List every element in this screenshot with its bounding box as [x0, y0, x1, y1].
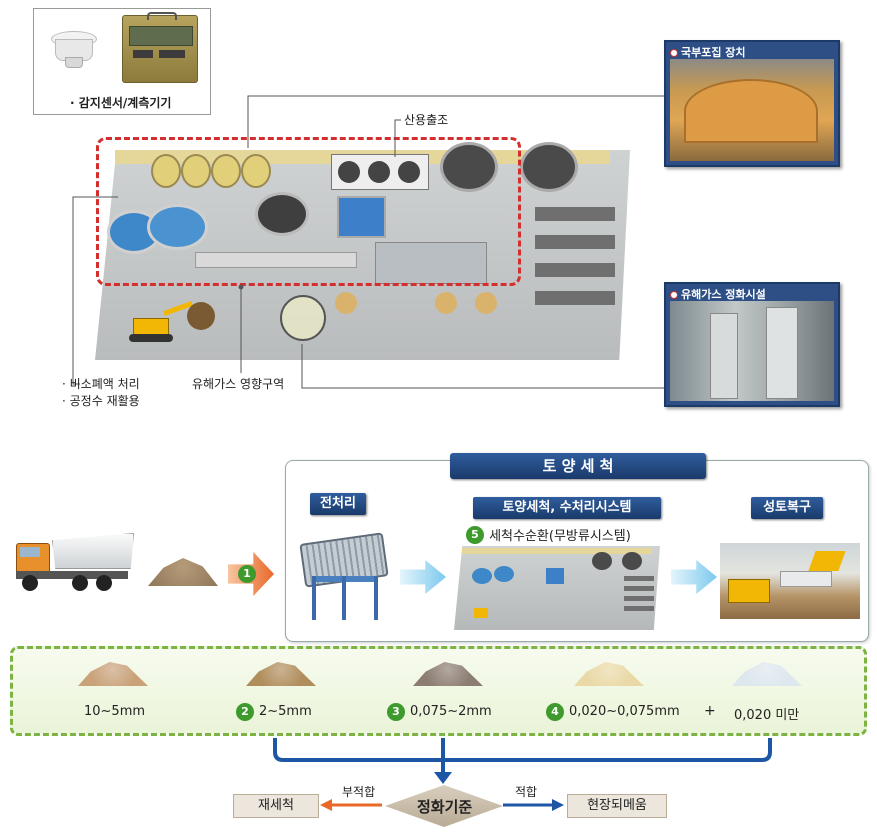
local-collection-title: 국부포집 장치 — [681, 46, 746, 59]
blue-tank — [147, 204, 208, 250]
fraction-label: 0,020 미만 — [734, 708, 800, 723]
decision-connectors — [273, 738, 772, 811]
restoration-tag: 성토복구 — [751, 497, 823, 519]
gas-zone-label: 유해가스 영향구역 — [192, 377, 285, 391]
trommel-screen-icon — [298, 532, 390, 622]
acid-tank-label: 산용출조 — [404, 113, 449, 127]
step2-badge: 2 — [236, 703, 254, 721]
soil-fraction-pile — [246, 662, 316, 686]
recirculation-label: 세척수순환(무방류시스템) — [489, 529, 631, 544]
step5-badge: 5 — [466, 525, 484, 544]
gas-purification-title: 유해가스 정화시설 — [681, 288, 766, 301]
fraction-label: 10~5mm — [84, 704, 146, 719]
step1-badge: 1 — [238, 565, 256, 583]
plus-sign: + — [704, 703, 716, 719]
decision-label: 정화기준 — [417, 798, 473, 816]
sensor-caption: · 감지센서/계측기기 — [70, 96, 172, 110]
rewash-box: 재세척 — [233, 794, 319, 818]
gas-purification-panel: 유해가스 정화시설 — [664, 282, 840, 407]
soil-pile-icon — [148, 558, 218, 586]
fraction-3: 3 0,075~2mm — [383, 662, 523, 722]
gas-purification-photo — [670, 301, 834, 401]
fraction-label: 0,020~0,075mm — [569, 704, 680, 719]
bullet-icon — [670, 49, 678, 57]
local-collection-panel: 국부포집 장치 — [664, 40, 840, 167]
washing-plant-thumbnail — [454, 546, 660, 630]
note-arsenic: · 비소폐액 처리 — [62, 377, 140, 391]
measuring-instrument-icon — [122, 12, 198, 83]
restoration-photo — [720, 543, 860, 619]
pass-label: 적합 — [515, 785, 538, 799]
excavator-icon — [125, 300, 215, 346]
local-collection-photo — [670, 59, 834, 161]
soil-fraction-pile — [574, 662, 644, 686]
fraction-2: 2 2~5mm — [226, 662, 356, 722]
fraction-label: 2~5mm — [259, 704, 312, 719]
plant-overview — [95, 142, 630, 360]
pretreatment-tag: 전처리 — [310, 493, 366, 515]
recirculation-line: 5 세척수순환(무방류시스템) — [466, 524, 631, 544]
fraction-5: 0,020 미만 — [720, 662, 830, 723]
step3-badge: 3 — [387, 703, 405, 721]
soil-fraction-pile — [732, 662, 802, 686]
backfill-box: 현장되메움 — [567, 794, 667, 818]
washing-system-tag: 토양세척, 수처리시스템 — [473, 497, 661, 519]
gas-zone-highlight — [280, 295, 326, 341]
note-water-reuse: · 공정수 재활용 — [62, 394, 140, 408]
fractions-frame — [10, 646, 867, 736]
bullet-icon — [670, 291, 678, 299]
fraction-4: 4 0,020~0,075mm — [546, 662, 696, 722]
fraction-1: 10~5mm — [58, 662, 178, 722]
soil-fraction-pile — [413, 662, 483, 686]
fraction-label: 0,075~2mm — [410, 704, 492, 719]
fail-label: 부적합 — [342, 785, 376, 799]
hazard-zone-frame — [96, 137, 521, 286]
soil-fraction-pile — [78, 662, 148, 686]
smoke-detector-icon — [49, 31, 97, 71]
soil-washing-banner: 토 양 세 척 — [450, 453, 706, 479]
sensor-device-box: · 감지센서/계측기기 — [33, 8, 211, 115]
top-connector-lines — [72, 95, 666, 389]
dump-truck-icon — [12, 527, 138, 597]
step4-badge: 4 — [546, 703, 564, 721]
